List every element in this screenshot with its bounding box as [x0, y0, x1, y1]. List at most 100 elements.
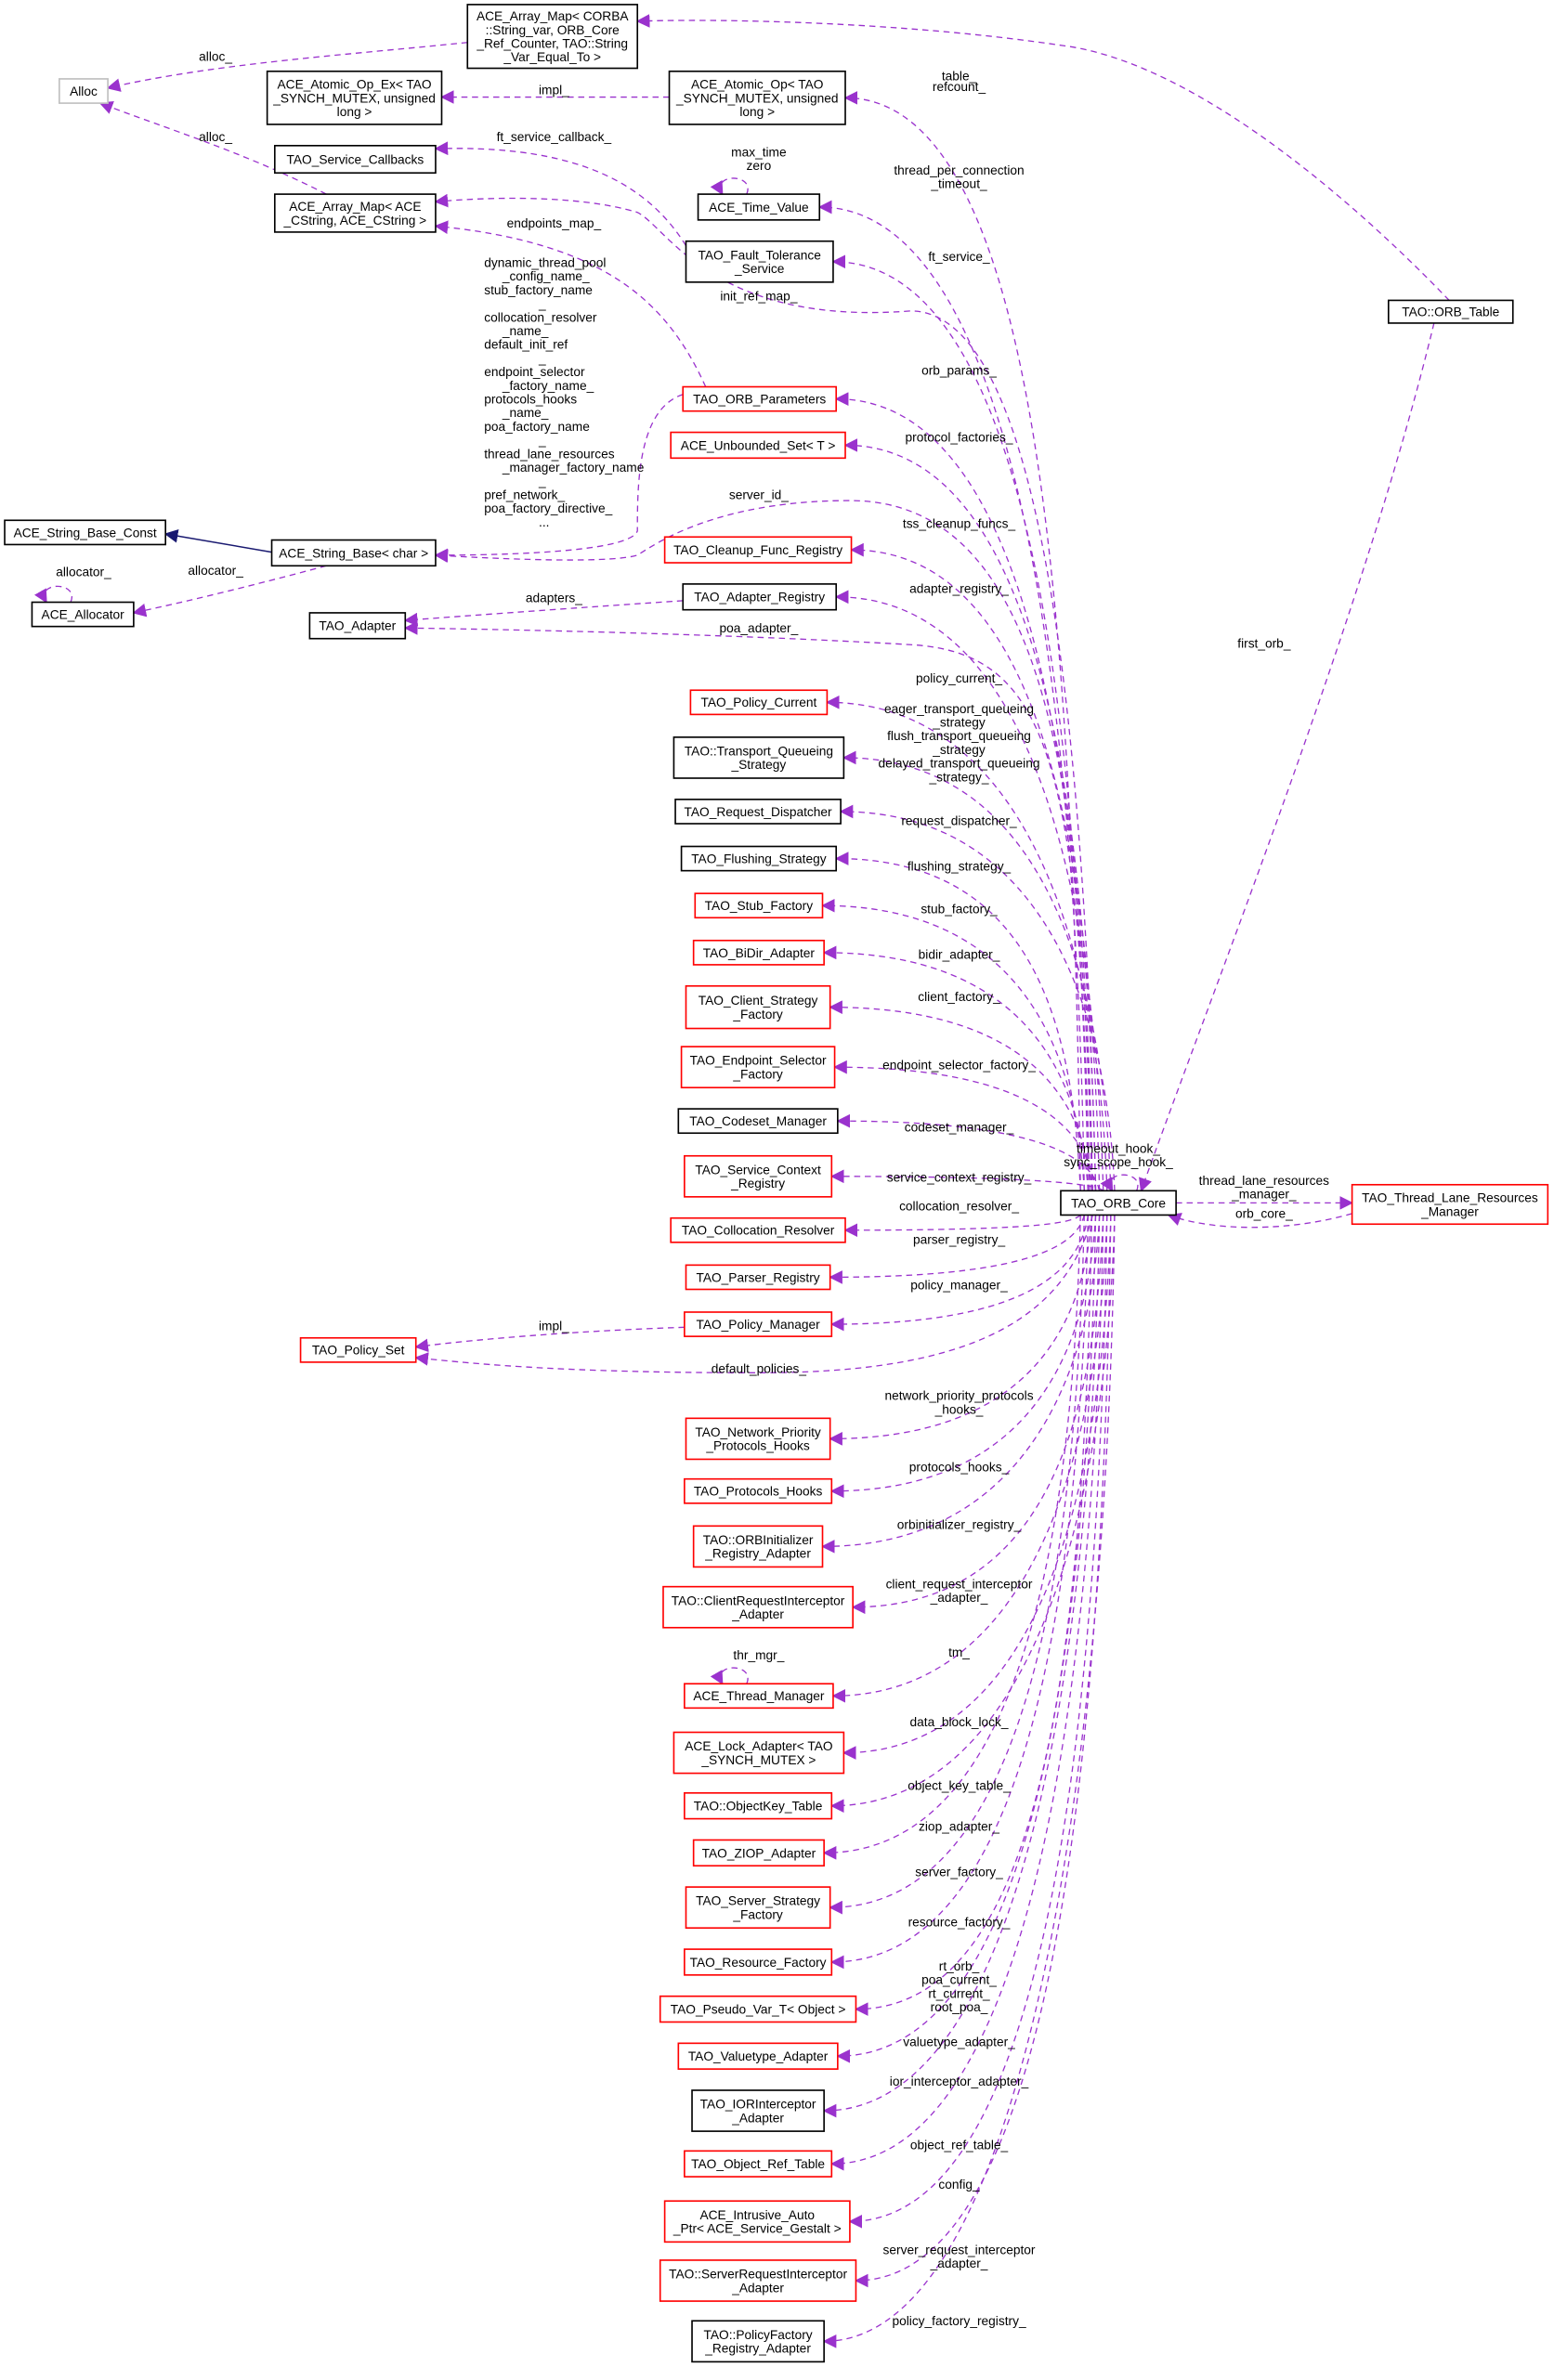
- node-fault-tolerance[interactable]: TAO_Fault_Tolerance_Service: [685, 240, 834, 283]
- node-alloc[interactable]: Alloc: [59, 78, 109, 104]
- node-label: TAO_Cleanup_Func_Registry: [673, 543, 842, 557]
- node-box: [692, 1839, 825, 1867]
- edge-tlrm-to-orb_core: [1167, 1213, 1352, 1229]
- node-box: [684, 1792, 833, 1820]
- node-flushing-strategy[interactable]: TAO_Flushing_Strategy: [680, 845, 838, 872]
- node-policy-manager[interactable]: TAO_Policy_Manager: [684, 1311, 833, 1337]
- node-orb-table[interactable]: TAO::ORB_Table: [1387, 299, 1514, 324]
- edge-orb_core-to-policyfactory: [822, 1215, 1116, 2348]
- node-box: [684, 1477, 833, 1504]
- node-unbounded-set[interactable]: ACE_Unbounded_Set< T >: [670, 431, 846, 460]
- edge-label: object_key_table_: [908, 1779, 1011, 1793]
- edge-label: default_policies_: [712, 1361, 807, 1375]
- node-arraymap-corba[interactable]: ACE_Array_Map< CORBA::String_var, ORB_Co…: [466, 4, 639, 70]
- node-protocols-hooks[interactable]: TAO_Protocols_Hooks: [684, 1477, 833, 1504]
- node-iorinterceptor[interactable]: TAO_IORInterceptor_Adapter: [691, 2089, 825, 2132]
- node-pseudo-var[interactable]: TAO_Pseudo_Var_T< Object >: [659, 1995, 857, 2023]
- node-policy-current[interactable]: TAO_Policy_Current: [689, 689, 829, 716]
- node-allocator[interactable]: ACE_Allocator: [31, 601, 135, 628]
- node-service-context[interactable]: TAO_Service_Context_Registry: [684, 1154, 833, 1198]
- edge-label: resource_factory_: [908, 1916, 1011, 1930]
- node-server-strategy[interactable]: TAO_Server_Strategy_Factory: [685, 1886, 831, 1930]
- edge-orb_core-to-server_strategy: [829, 1215, 1085, 1915]
- node-atomic-ex[interactable]: ACE_Atomic_Op_Ex< TAO_SYNCH_MUTEX, unsig…: [266, 70, 443, 125]
- node-label: ACE_Lock_Adapter< TAO_SYNCH_MUTEX >: [685, 1739, 833, 1767]
- node-box: [685, 1886, 831, 1930]
- node-client-interceptor[interactable]: TAO::ClientRequestInterceptor_Adapter: [662, 1585, 854, 1629]
- edge-label: orb_core_: [1235, 1207, 1293, 1221]
- edge-label: refcount_: [933, 80, 986, 94]
- node-network-priority[interactable]: TAO_Network_Priority_Protocols_Hooks: [685, 1417, 831, 1461]
- node-orb-core[interactable]: TAO_ORB_Core: [1060, 1190, 1177, 1216]
- edge-allocator-to-allocator: [34, 585, 73, 604]
- edge-orb_core-to-unbounded_set: [843, 438, 1097, 1191]
- node-box: [680, 845, 838, 872]
- node-box: [273, 145, 437, 175]
- edge-orb_parameters-to-arraymap_cstring: [434, 220, 707, 387]
- node-client-strategy[interactable]: TAO_Client_Strategy_Factory: [685, 984, 831, 1030]
- edge-label: policy_current_: [916, 671, 1002, 685]
- edge-label: timeout_hook_sync_scope_hook_: [1064, 1141, 1173, 1169]
- node-label: TAO_Policy_Manager: [696, 1318, 820, 1332]
- node-label: TAO_Parser_Registry: [696, 1270, 819, 1284]
- node-codeset-manager[interactable]: TAO_Codeset_Manager: [677, 1108, 839, 1135]
- edge-label: bidir_adapter_: [919, 947, 1000, 961]
- node-cleanup-func[interactable]: TAO_Cleanup_Func_Registry: [663, 536, 853, 564]
- node-service-callbacks[interactable]: TAO_Service_Callbacks: [273, 145, 437, 175]
- node-adapter[interactable]: TAO_Adapter: [308, 612, 407, 640]
- node-valuetype-adapter[interactable]: TAO_Valuetype_Adapter: [677, 2042, 839, 2070]
- node-endpoint-selector[interactable]: TAO_Endpoint_Selector_Factory: [680, 1046, 836, 1089]
- node-orbinitializer[interactable]: TAO::ORBInitializer_Registry_Adapter: [692, 1525, 824, 1568]
- edge-label: request_dispatcher_: [901, 814, 1017, 828]
- node-parser-registry[interactable]: TAO_Parser_Registry: [685, 1264, 831, 1291]
- node-bidir-adapter[interactable]: TAO_BiDir_Adapter: [692, 939, 825, 966]
- node-label: TAO_IORInterceptor_Adapter: [700, 2098, 816, 2126]
- node-resource-factory[interactable]: TAO_Resource_Factory: [684, 1948, 833, 1976]
- node-policy-set[interactable]: TAO_Policy_Set: [299, 1336, 417, 1363]
- node-intrusive-ptr[interactable]: ACE_Intrusive_Auto_Ptr< ACE_Service_Gest…: [663, 2200, 851, 2243]
- node-box: [694, 892, 824, 919]
- node-label: TAO_Policy_Current: [700, 696, 816, 709]
- edge-arraymap_corba-to-alloc: [106, 42, 468, 92]
- node-stub-factory[interactable]: TAO_Stub_Factory: [694, 892, 824, 919]
- edge-orb_core-to-flushing_strategy: [834, 852, 1081, 1191]
- node-tlrm[interactable]: TAO_Thread_Lane_Resources_Manager: [1351, 1183, 1549, 1226]
- node-server-interceptor[interactable]: TAO::ServerRequestInterceptor_Adapter: [659, 2259, 857, 2302]
- edge-orb_core-to-orbinitializer: [821, 1215, 1101, 1554]
- node-orb-parameters[interactable]: TAO_ORB_Parameters: [682, 385, 838, 412]
- node-objectkey-table[interactable]: TAO::ObjectKey_Table: [684, 1792, 833, 1820]
- node-string-base-const[interactable]: ACE_String_Base_Const: [4, 519, 167, 546]
- node-box: [684, 1311, 833, 1337]
- node-string-base[interactable]: ACE_String_Base< char >: [270, 539, 437, 567]
- node-thread-manager[interactable]: ACE_Thread_Manager: [684, 1683, 834, 1710]
- edge-orb_core-to-ziop_adapter: [822, 1215, 1081, 1860]
- node-ziop-adapter[interactable]: TAO_ZIOP_Adapter: [692, 1839, 825, 1867]
- node-policyfactory[interactable]: TAO::PolicyFactory_Registry_Adapter: [691, 2320, 825, 2363]
- node-time-value[interactable]: ACE_Time_Value: [697, 193, 821, 221]
- node-collocation-resolver[interactable]: TAO_Collocation_Resolver: [670, 1216, 846, 1243]
- edge-arraymap_cstring-to-alloc: [98, 100, 327, 195]
- node-adapter-registry[interactable]: TAO_Adapter_Registry: [682, 583, 838, 611]
- edge-label: flushing_strategy_: [908, 860, 1012, 874]
- node-label: TAO_Object_Ref_Table: [691, 2157, 825, 2171]
- node-arraymap-cstring[interactable]: ACE_Array_Map< ACE_CString, ACE_CString …: [273, 193, 437, 233]
- node-transport-queueing[interactable]: TAO::Transport_Queueing_Strategy: [673, 736, 845, 779]
- node-atomic[interactable]: ACE_Atomic_Op< TAO_SYNCH_MUTEX, unsigned…: [668, 70, 846, 125]
- node-label: TAO::ClientRequestInterceptor_Adapter: [672, 1593, 845, 1621]
- node-box: [682, 583, 838, 611]
- edge-label: valuetype_adapter_: [903, 2035, 1015, 2049]
- node-box: [677, 2042, 839, 2070]
- node-request-dispatcher[interactable]: TAO_Request_Dispatcher: [674, 799, 842, 825]
- node-object-ref-table[interactable]: TAO_Object_Ref_Table: [684, 2150, 833, 2178]
- edge-label: client_factory_: [918, 990, 1000, 1004]
- edge-orb_core-to-pseudo_var: [854, 1215, 1093, 2016]
- node-box: [684, 1683, 834, 1710]
- node-label: TAO_Thread_Lane_Resources_Manager: [1362, 1191, 1538, 1219]
- node-label: TAO_Pseudo_Var_T< Object >: [671, 2003, 846, 2017]
- edge-label: allocator_: [56, 566, 111, 579]
- node-label: TAO_Service_Callbacks: [287, 152, 424, 166]
- node-lock-adapter[interactable]: ACE_Lock_Adapter< TAO_SYNCH_MUTEX >: [673, 1731, 845, 1775]
- node-label: TAO::ORB_Table: [1402, 306, 1499, 319]
- edge-label: ior_interceptor_adapter_: [890, 2074, 1029, 2088]
